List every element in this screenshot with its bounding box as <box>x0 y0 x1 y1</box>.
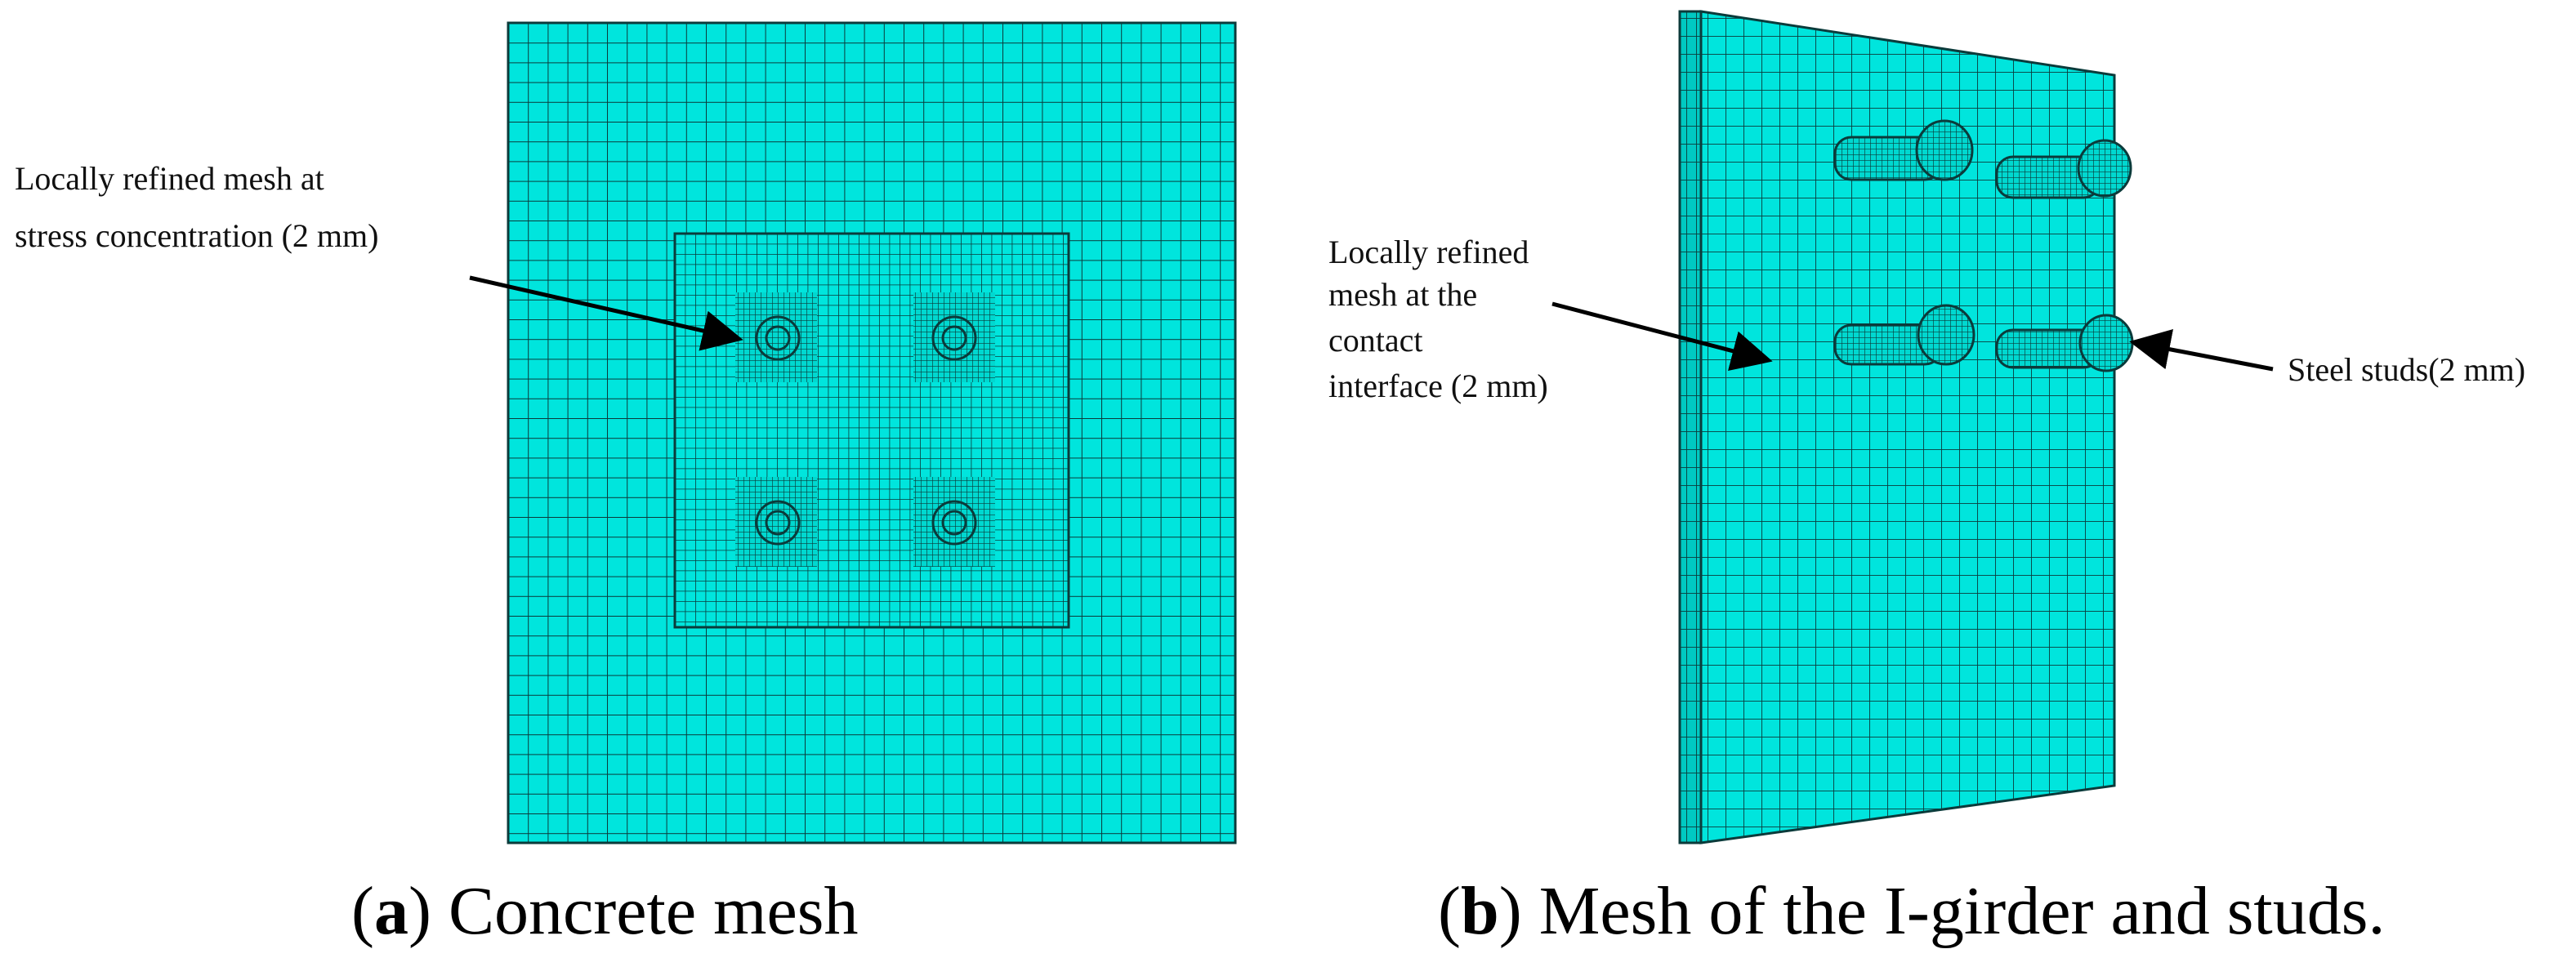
stud-4 <box>1995 314 2134 372</box>
annotation-a-arrow <box>469 275 743 351</box>
stud-3 <box>1833 304 1976 366</box>
stud-zone-bottom-left <box>735 477 817 567</box>
refined-mesh-zone <box>673 232 1070 629</box>
girder-front-face <box>1699 10 2116 844</box>
panel-a: Locally refined mesh at stress concentra… <box>15 21 1237 844</box>
stud-hole-1 <box>755 315 801 361</box>
annotation-b-left-line3: contact <box>1328 322 1423 359</box>
annotation-b-right: Steel studs(2 mm) <box>2288 351 2525 388</box>
caption-a: (a) Concrete mesh <box>351 873 859 949</box>
caption-b: (b) Mesh of the I-girder and studs. <box>1438 873 2386 949</box>
annotation-b-right-arrow <box>2129 329 2274 372</box>
caption-a-letter: a <box>373 873 408 949</box>
annotation-b-left-line4: interface (2 mm) <box>1328 368 1548 404</box>
annotation-a-line1: Locally refined mesh at <box>15 160 324 197</box>
caption-a-text: Concrete mesh <box>448 873 859 949</box>
stud-zone-top-left <box>735 292 817 382</box>
stud-1 <box>1833 119 1974 181</box>
stud-2 <box>1995 139 2132 199</box>
annotation-a-line2: stress concentration (2 mm) <box>15 217 378 254</box>
caption-b-letter: b <box>1460 873 1499 949</box>
stud-hole-4 <box>931 500 977 546</box>
annotation-b-left-line2: mesh at the <box>1328 276 1477 313</box>
stud-hole-3 <box>755 500 801 546</box>
caption-b-text: Mesh of the I-girder and studs. <box>1538 873 2386 949</box>
panel-b: Locally refined mesh at the contact inte… <box>1328 10 2525 844</box>
stud-hole-2 <box>931 315 977 361</box>
annotation-b-left-line1: Locally refined <box>1328 234 1529 270</box>
steel-studs <box>1833 119 2134 372</box>
annotation-b-left-arrow <box>1551 301 1773 372</box>
stud-zone-bottom-right <box>913 477 995 567</box>
stud-zone-top-right <box>913 292 995 382</box>
girder-side-face <box>1678 10 1703 844</box>
